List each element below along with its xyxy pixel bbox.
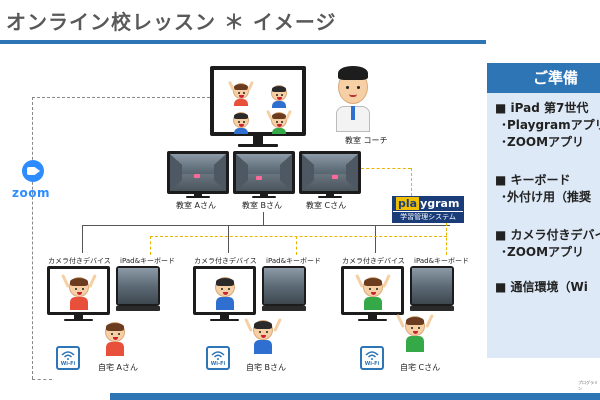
ipad-a [116,266,160,306]
keyboard-b [262,306,306,311]
classroom-monitor-a [167,151,229,194]
prep-item-camera-device: ■ カメラ付きデバイス [495,228,600,242]
prep-item-ipad: ■ iPad 第7世代 [495,101,589,115]
coach-monitor [210,66,306,136]
ipad-keyboard-label-c: iPad&キーボード [414,257,470,265]
wifi-label-b: Wi-Fi [210,361,226,367]
keyboard-c [410,306,454,311]
coach-avatar [334,64,374,134]
prep-sub-playgram-app: ･Playgramアプリ [501,118,600,132]
kid-on-screen-c [355,272,391,310]
camera-device-label-b: カメラ付きデバイス [194,257,257,265]
wifi-icon-b: Wi-Fi [206,346,230,370]
preparation-panel-body: ■ iPad 第7世代 ･Playgramアプリ ･ZOOMアプリ ■ キーボー… [487,93,600,358]
preparation-panel [487,63,600,358]
classroom-label-c: 教室 Cさん [306,201,347,210]
zoom-label: zoom [12,186,50,200]
kid-avatar-red [228,80,254,106]
classroom-label-a: 教室 Aさん [176,201,217,210]
prep-item-keyboard: ■ キーボード [495,173,571,187]
kid-avatar-blue-2 [230,110,252,134]
zoom-icon [22,160,44,182]
preparation-panel-header: ご準備 [487,63,600,93]
home-label-b: 自宅 Bさん [246,363,287,372]
ipad-b [262,266,306,306]
playgram-subtitle: 学習管理システム [393,212,463,222]
prep-sub-external: ･外付け用（推奨 [501,190,592,204]
kid-avatar-home-c [396,312,434,354]
kid-avatar-home-a [100,320,130,358]
home-label-c: 自宅 Cさん [400,363,441,372]
classroom-monitor-b [233,151,295,194]
classroom-monitor-c [299,151,361,194]
coach-label: 教室 コーチ [345,136,388,145]
kid-on-screen-b [210,272,240,310]
playgram-logo-b: ygram [420,197,460,210]
ipad-keyboard-label-a: iPad&キーボード [120,257,176,265]
home-label-a: 自宅 Aさん [98,363,139,372]
wifi-icon-a: Wi-Fi [56,346,80,370]
ipad-c [410,266,454,306]
kid-avatar-home-b [244,316,282,356]
title-rule [0,40,486,44]
prep-sub-zoom-app: ･ZOOMアプリ [501,135,585,149]
camera-device-label-a: カメラ付きデバイス [48,257,111,265]
footer-note: プログラミン [578,380,598,391]
kid-avatar-green [266,109,292,134]
prep-item-network: ■ 通信環境（Wi [495,280,588,294]
wifi-label-c: Wi-Fi [364,361,380,367]
keyboard-a [116,306,160,311]
prep-sub-zoom-app-2: ･ZOOMアプリ [501,245,585,259]
wifi-icon-c: Wi-Fi [360,346,384,370]
kid-avatar-blue [268,82,290,108]
wifi-label-a: Wi-Fi [60,361,76,367]
ipad-keyboard-label-b: iPad&キーボード [266,257,322,265]
playgram-logo-a: pla [396,197,420,210]
page-title: オンライン校レッスン ＊ イメージ [6,10,337,34]
kid-on-screen-a [61,272,97,310]
classroom-label-b: 教室 Bさん [242,201,283,210]
bottom-rule [110,393,600,400]
camera-device-label-c: カメラ付きデバイス [342,257,405,265]
